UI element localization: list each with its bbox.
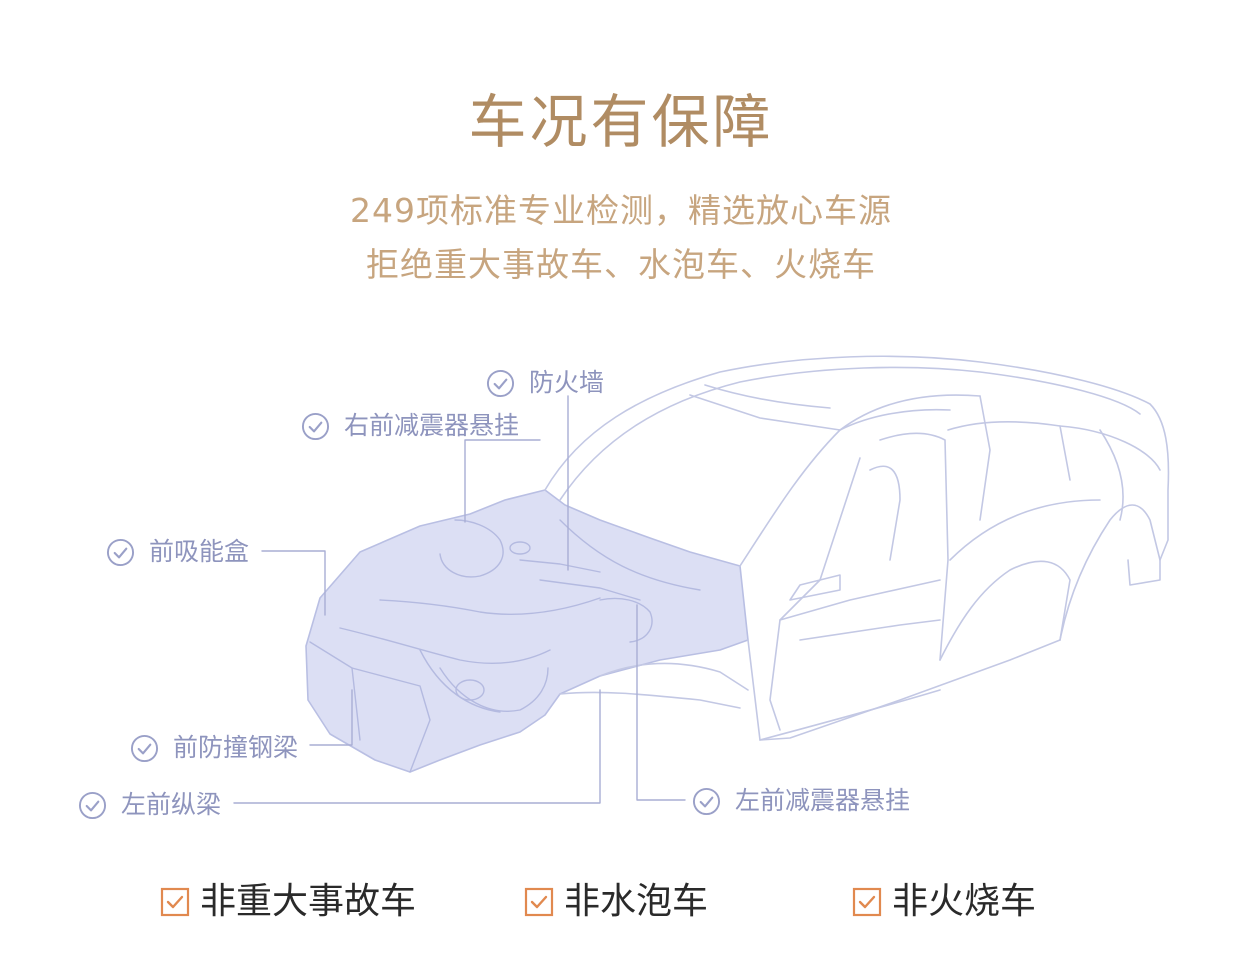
check-circle-icon [78,791,107,819]
label-left-front-rail: 左前纵梁 [78,790,221,820]
check-circle-icon [301,412,330,440]
label-right-front-shock: 右前减震器悬挂 [301,411,519,441]
guarantee-no-flood: 非水泡车 [524,880,708,924]
page-title: 车况有保障 [468,88,774,156]
guarantee-no-flood-label: 非水泡车 [564,881,709,922]
label-firewall-text: 防火墙 [529,368,605,397]
label-front-bumper-beam: 前防撞钢梁 [130,733,298,763]
front-structure-details [309,519,701,773]
guarantee-no-accident: 非重大事故车 [160,880,416,924]
subtitle-line-2: 拒绝重大事故车、水泡车、火烧车 [366,245,876,284]
label-right-front-shock-text: 右前减震器悬挂 [344,411,520,440]
checkbox-checked-icon [852,887,882,917]
label-front-crash-box: 前吸能盒 [106,537,249,567]
check-circle-icon [486,369,515,397]
label-front-bumper-beam-text: 前防撞钢梁 [173,733,299,762]
label-left-front-shock-text: 左前减震器悬挂 [735,786,911,815]
guarantee-no-accident-label: 非重大事故车 [200,881,417,922]
label-front-crash-box-text: 前吸能盒 [149,537,250,566]
check-circle-icon [692,787,721,815]
label-firewall: 防火墙 [486,368,604,398]
subtitle-line-1: 249项标准专业检测，精选放心车源 [350,191,892,230]
guarantee-no-fire-label: 非火烧车 [892,881,1037,922]
body-shell-outline [544,355,1170,741]
checkbox-checked-icon [524,887,554,917]
front-structure-highlight [305,489,749,773]
guarantee-no-fire: 非火烧车 [852,880,1036,924]
label-left-front-rail-text: 左前纵梁 [121,790,222,819]
leader-lines [233,395,686,804]
check-circle-icon [106,538,135,566]
checkbox-checked-icon [160,887,190,917]
label-left-front-shock: 左前减震器悬挂 [692,786,910,816]
check-circle-icon [130,734,159,762]
